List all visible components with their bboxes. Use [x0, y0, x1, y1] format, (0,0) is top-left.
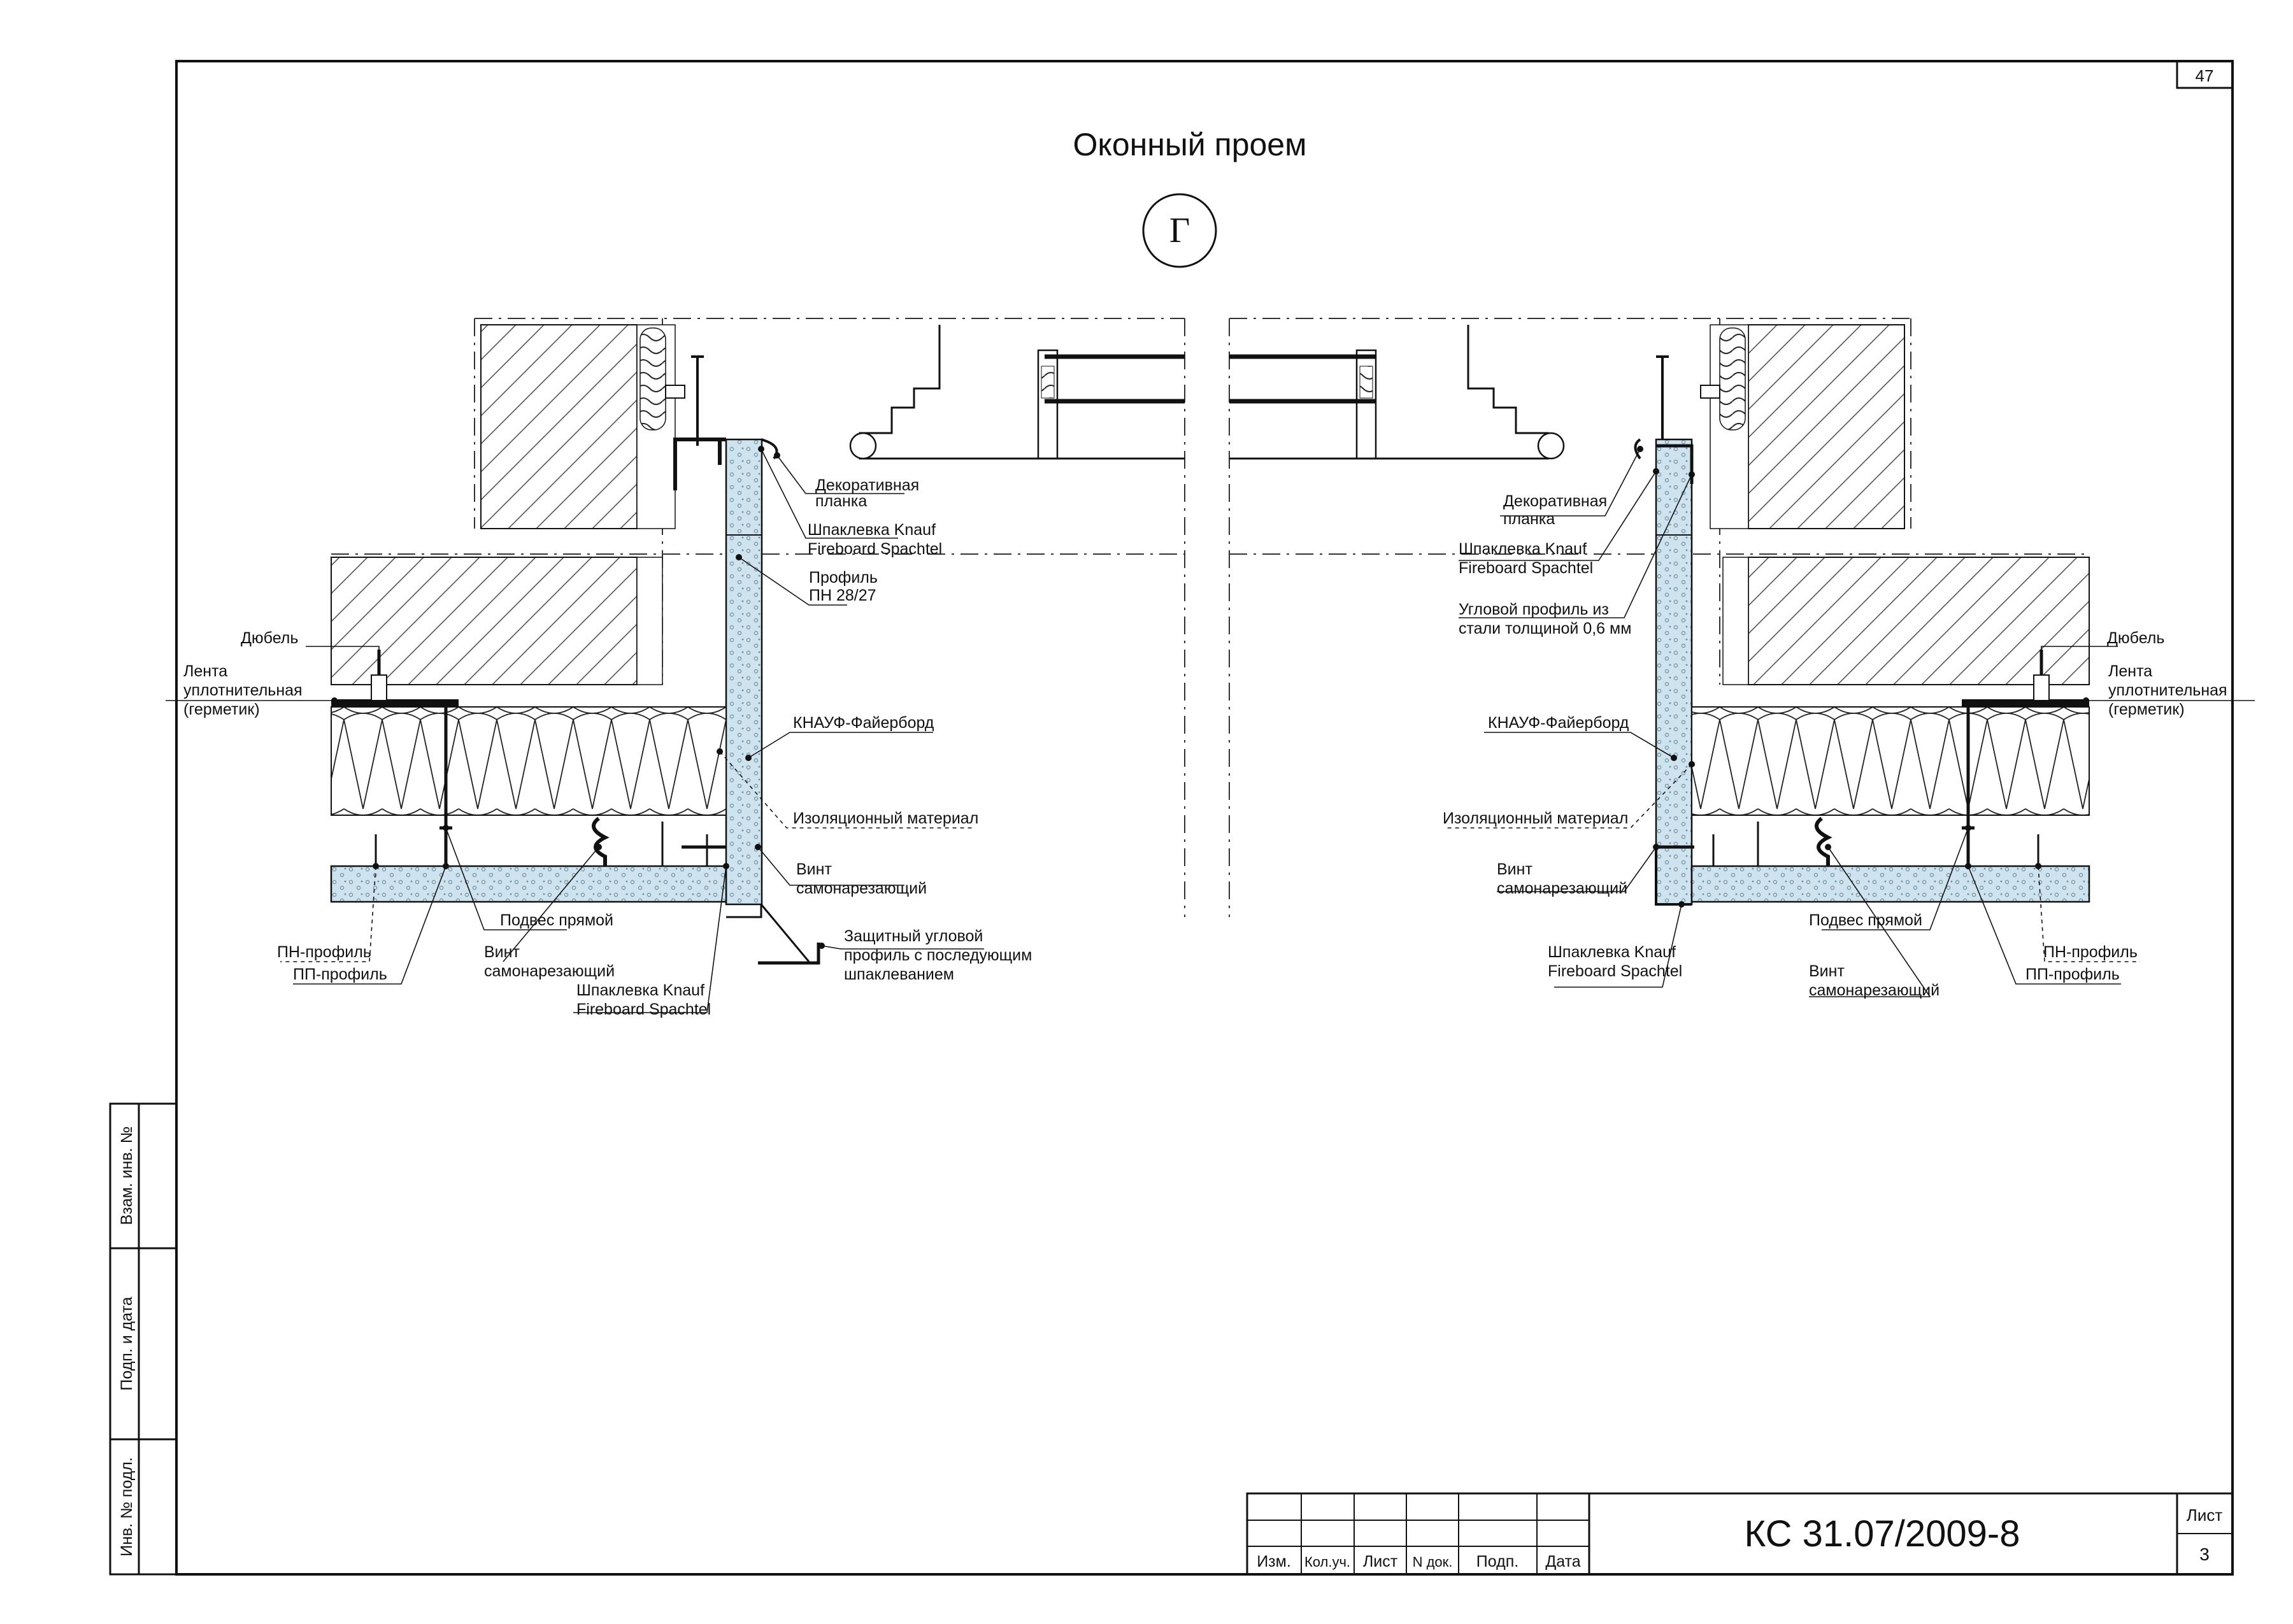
left-upper-wall [480, 324, 638, 529]
label-decor-strip: Декоративная [815, 476, 919, 494]
leader-dots [331, 446, 2089, 908]
right-fireboard-horizontal [1690, 865, 2090, 903]
tb-col-ndok: N док. [1413, 1554, 1453, 1570]
page-title: Оконный проем [1073, 127, 1307, 162]
svg-text:Fireboard Spachtel: Fireboard Spachtel [576, 1001, 711, 1018]
tb-col-izm: Изм. [1257, 1553, 1291, 1571]
label-sealing-tape-r: Лента [2108, 662, 2152, 680]
sheet-number: 3 [2199, 1544, 2210, 1564]
svg-text:Fireboard Spachtel: Fireboard Spachtel [808, 540, 942, 558]
label-pn-r: ПН-профиль [2043, 943, 2138, 961]
page-number: 47 [2196, 66, 2214, 85]
label-knauf-spachtel-2: Шпаклевка Knauf [576, 981, 704, 999]
svg-text:самонарезающий: самонарезающий [1497, 880, 1627, 897]
tb-col-list: Лист [1363, 1553, 1398, 1571]
label-dowel-r: Дюбель [2107, 629, 2164, 647]
svg-text:стали толщиной 0,6 мм: стали толщиной 0,6 мм [1459, 620, 1631, 637]
svg-text:самонарезающий: самонарезающий [1809, 981, 1939, 999]
svg-text:(герметик): (герметик) [2108, 701, 2185, 718]
label-hanger: Подвес прямой [500, 911, 613, 929]
tb-col-podp: Подп. [1476, 1553, 1518, 1571]
left-labels: Декоративная планка Шпаклевка Knauf Fire… [183, 476, 1032, 1018]
svg-text:профиль с последующим: профиль с последующим [844, 946, 1032, 964]
left-lower-wall [331, 557, 638, 685]
left-fireboard-horizontal [330, 865, 727, 903]
section-mark: Г [1169, 211, 1190, 250]
left-corner-profile [758, 943, 820, 965]
label-screw: Винт [796, 860, 832, 878]
label-insulation-r: Изоляционный материал [1443, 809, 1628, 827]
svg-text:планка: планка [815, 492, 867, 510]
stamp-vzam-inv: Взам. инв. № [118, 1127, 136, 1225]
doc-code: КС 31.07/2009-8 [1745, 1513, 2020, 1555]
sheet-frame [109, 60, 2234, 1576]
title-block [1246, 1492, 2234, 1576]
right-lower-wall [1748, 557, 2090, 685]
svg-text:самонарезающий: самонарезающий [484, 962, 615, 980]
left-detail [330, 318, 1185, 965]
label-fireboard-r: КНАУФ-Файерборд [1488, 714, 1629, 732]
left-fireboard-vertical [725, 438, 763, 906]
left-window-frame [859, 325, 1185, 460]
svg-text:шпаклеванием: шпаклеванием [844, 965, 954, 983]
leader-lines [166, 448, 2255, 1013]
label-pn: ПН-профиль [277, 943, 371, 961]
svg-text:самонарезающий: самонарезающий [796, 880, 927, 897]
label-screw-2: Винт [484, 943, 520, 961]
svg-text:уплотнительная: уплотнительная [2108, 681, 2227, 699]
svg-text:Fireboard Spachtel: Fireboard Spachtel [1459, 559, 1593, 577]
label-knauf-spachtel: Шпаклевка Knauf [808, 521, 936, 539]
svg-text:Fireboard Spachtel: Fireboard Spachtel [1548, 962, 1682, 980]
svg-text:планка: планка [1503, 510, 1555, 528]
label-insulation: Изоляционный материал [793, 809, 978, 827]
stamp-podp-data: Подп. и дата [118, 1297, 136, 1390]
left-insulation [331, 706, 727, 816]
label-fireboard: КНАУФ-Файерборд [793, 714, 934, 732]
label-pp-r: ПП-профиль [2025, 965, 2120, 983]
sheet-label: Лист [2187, 1506, 2223, 1525]
label-dowel: Дюбель [241, 629, 298, 647]
label-screw-r2: Винт [1809, 962, 1845, 980]
label-sealing-tape: Лента [183, 662, 227, 680]
label-knauf-spachtel-r: Шпаклевка Knauf [1459, 540, 1587, 558]
label-decor-strip-r: Декоративная [1503, 492, 1607, 510]
tb-col-data: Дата [1545, 1553, 1580, 1571]
stamp-inv-podl: Инв. № подл. [118, 1457, 136, 1556]
tb-col-kol: Кол.уч. [1304, 1554, 1350, 1570]
svg-text:(герметик): (герметик) [183, 701, 260, 718]
right-labels: Декоративная планка Шпаклевка Knauf Fire… [1443, 492, 2227, 999]
label-pn-profile: Профиль [809, 569, 878, 587]
right-upper-wall [1748, 324, 1905, 529]
svg-text:ПН 28/27: ПН 28/27 [809, 587, 876, 604]
section-mark-circle [1142, 193, 1217, 268]
right-detail [1229, 318, 2090, 917]
label-screw-r: Винт [1497, 860, 1532, 878]
right-insulation [1691, 706, 2090, 816]
label-pp: ПП-профиль [293, 965, 387, 983]
label-knauf-spachtel-r2: Шпаклевка Knauf [1548, 943, 1676, 961]
right-fireboard-vertical [1655, 438, 1693, 906]
svg-text:уплотнительная: уплотнительная [183, 681, 303, 699]
left-pn-profile [673, 438, 726, 490]
label-hanger-r: Подвес прямой [1809, 911, 1922, 929]
label-protective-corner: Защитный угловой [844, 927, 983, 945]
right-window-frame [1229, 325, 1549, 460]
label-steel-corner: Угловой профиль из [1459, 601, 1609, 618]
